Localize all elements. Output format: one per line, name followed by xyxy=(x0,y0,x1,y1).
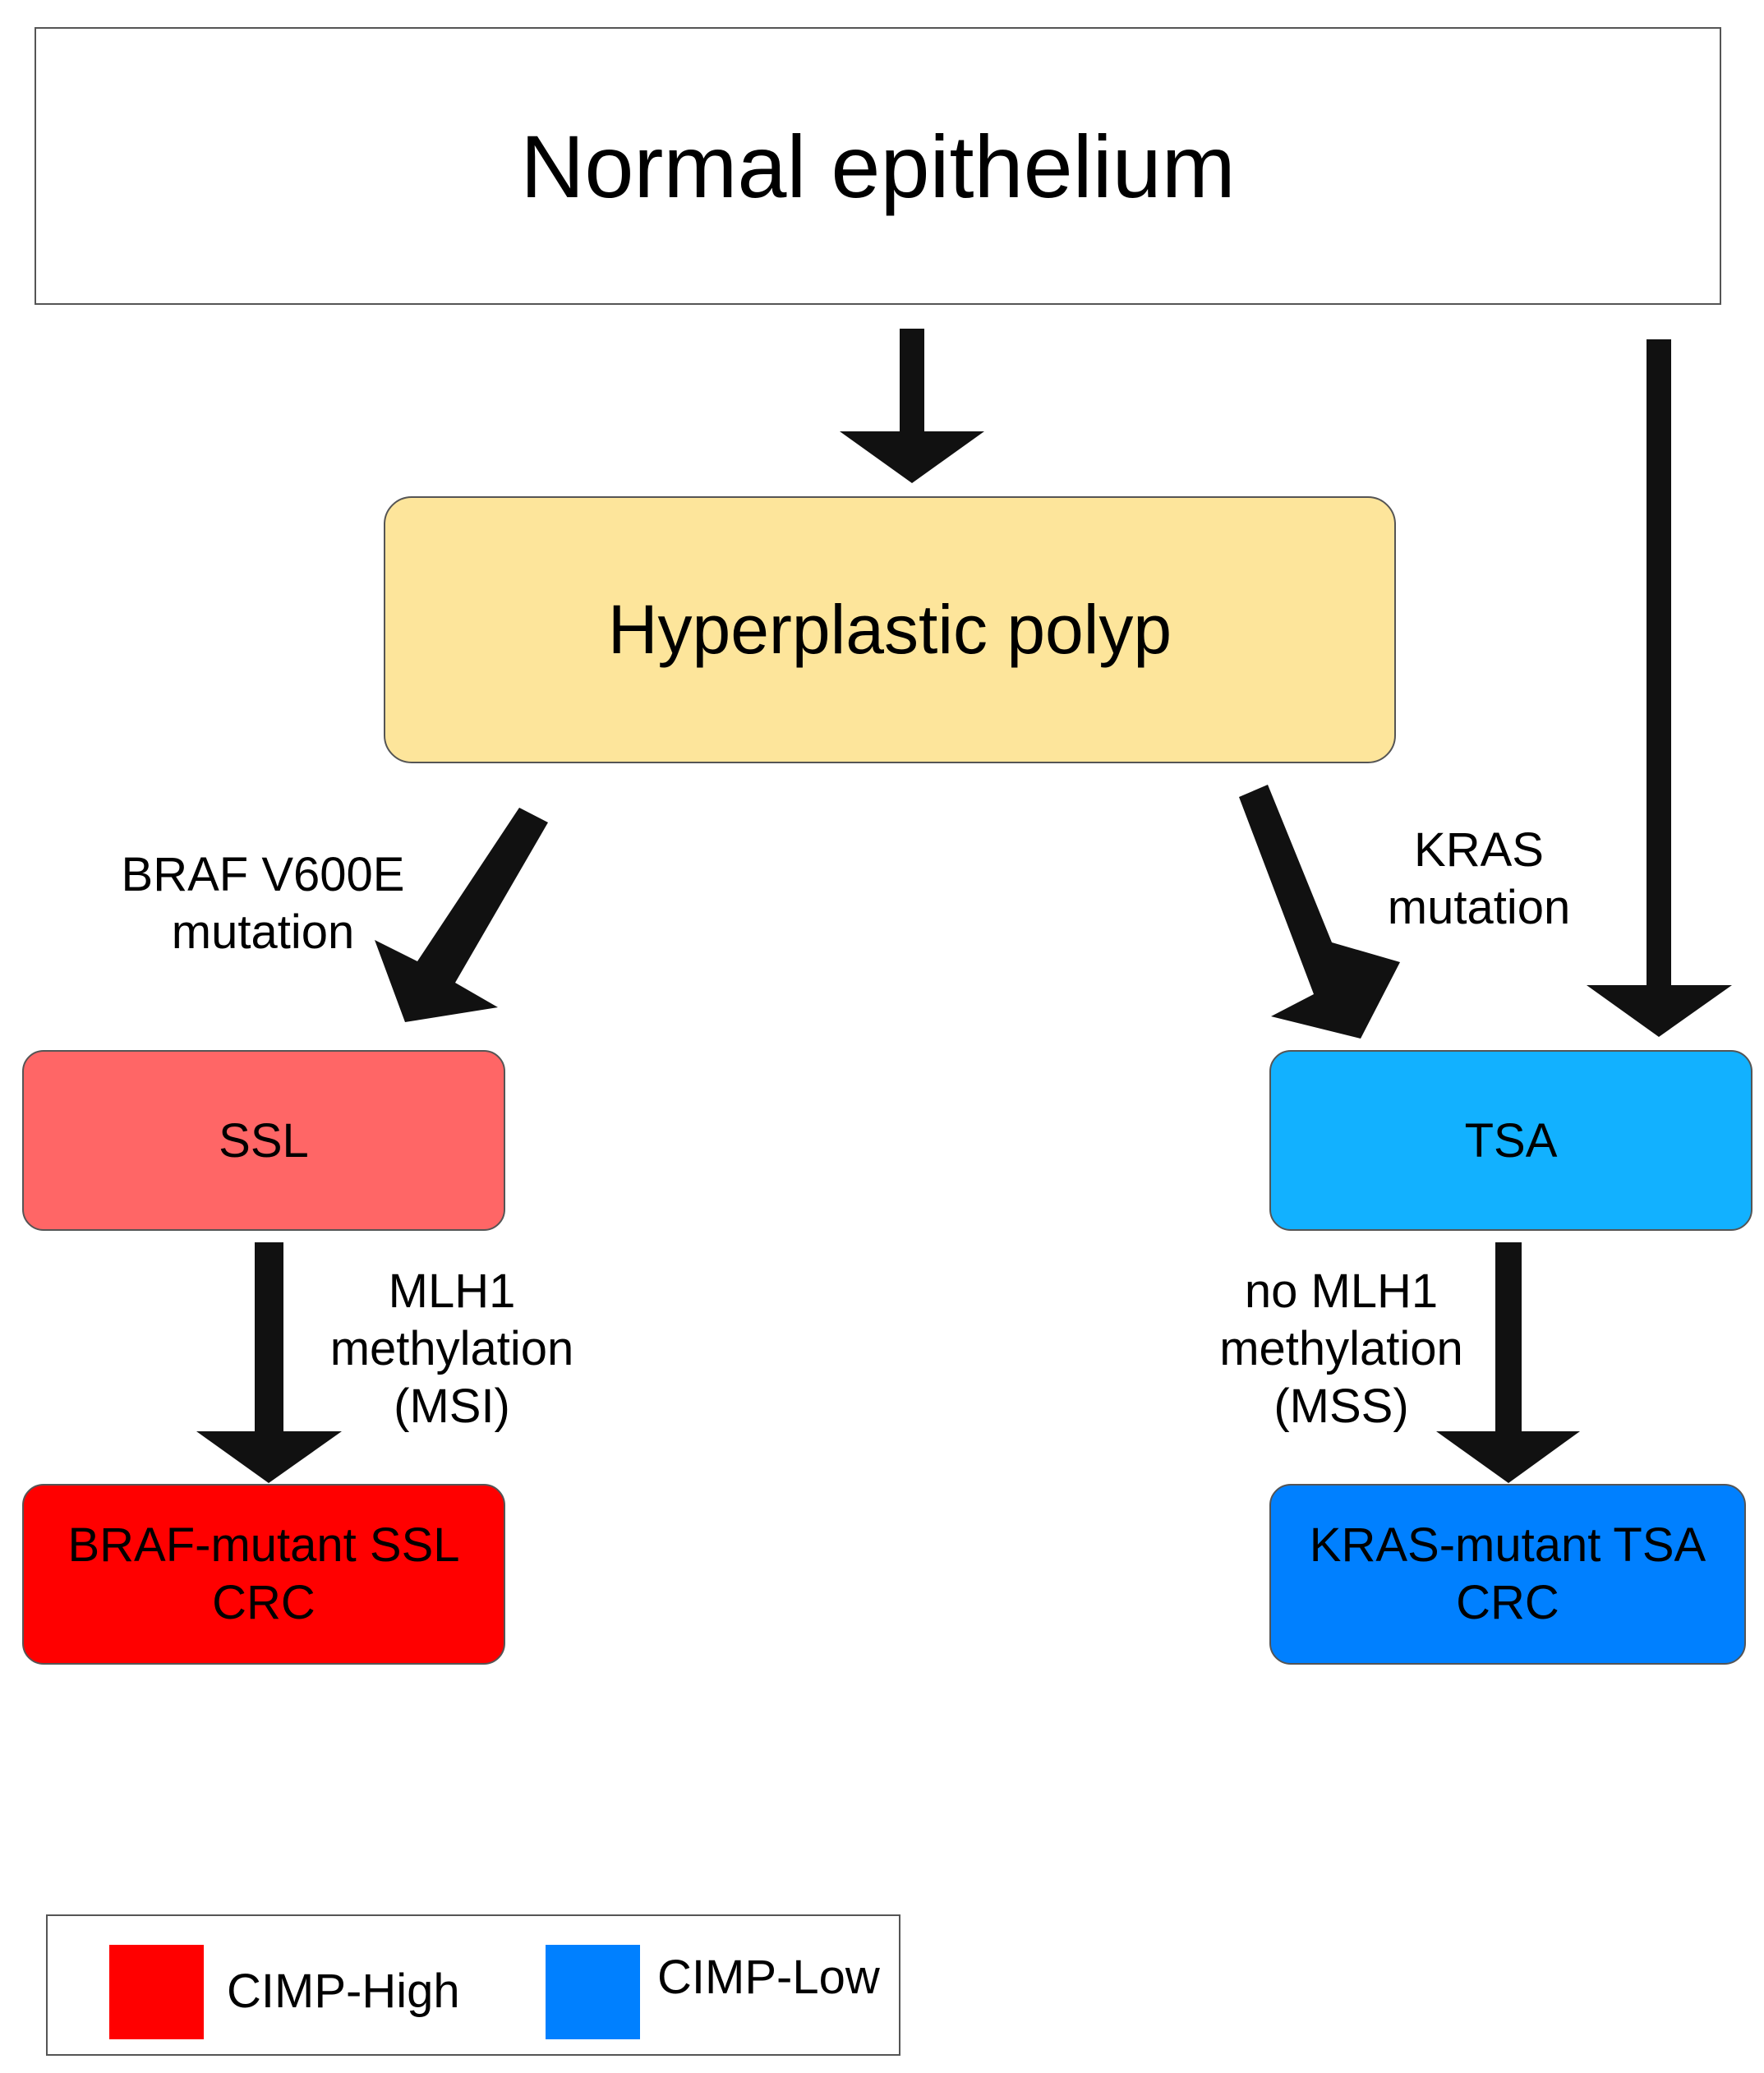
arrow-hyperplastic-to-tsa xyxy=(1239,785,1400,1039)
node-ssl: SSL xyxy=(22,1050,505,1231)
edge-label-kras-mutation: KRAS mutation xyxy=(1387,823,1571,934)
arrow-normal-to-hyperplastic xyxy=(840,329,984,483)
node-normal-epithelium-label: Normal epithelium xyxy=(520,116,1236,216)
arrow-hyperplastic-to-ssl xyxy=(375,808,548,1022)
legend-swatch-cimp-low xyxy=(546,1945,640,2039)
edge-label-mlh1-methylation: MLH1 methylation (MSI) xyxy=(329,1265,574,1433)
node-normal-epithelium: Normal epithelium xyxy=(35,27,1721,305)
legend: CIMP-High CIMP-Low xyxy=(46,1914,900,2056)
legend-label-cimp-high: CIMP-High xyxy=(227,1965,460,2018)
node-tsa: TSA xyxy=(1269,1050,1752,1231)
arrow-tsa-to-kras-crc xyxy=(1436,1242,1580,1483)
legend-label-cimp-low: CIMP-Low xyxy=(657,1951,880,2004)
arrow-ssl-to-braf-crc xyxy=(196,1242,342,1483)
edge-label-no-mlh1-methylation: no MLH1 methylation (MSS) xyxy=(1219,1265,1463,1433)
node-tsa-label: TSA xyxy=(1464,1113,1558,1168)
legend-swatch-cimp-high xyxy=(109,1945,204,2039)
node-braf-mutant-crc: BRAF-mutant SSL CRC xyxy=(22,1484,505,1665)
arrow-normal-to-tsa xyxy=(1587,339,1732,1037)
node-hyperplastic-polyp: Hyperplastic polyp xyxy=(384,496,1396,763)
node-kras-mutant-crc: KRAS-mutant TSA CRC xyxy=(1269,1484,1746,1665)
node-hyperplastic-polyp-label: Hyperplastic polyp xyxy=(607,591,1172,668)
node-kras-mutant-crc-label: KRAS-mutant TSA CRC xyxy=(1309,1518,1706,1629)
node-braf-mutant-crc-label: BRAF-mutant SSL CRC xyxy=(67,1518,460,1629)
edge-label-braf-v600e: BRAF V600E mutation xyxy=(121,848,405,959)
node-ssl-label: SSL xyxy=(219,1113,309,1168)
